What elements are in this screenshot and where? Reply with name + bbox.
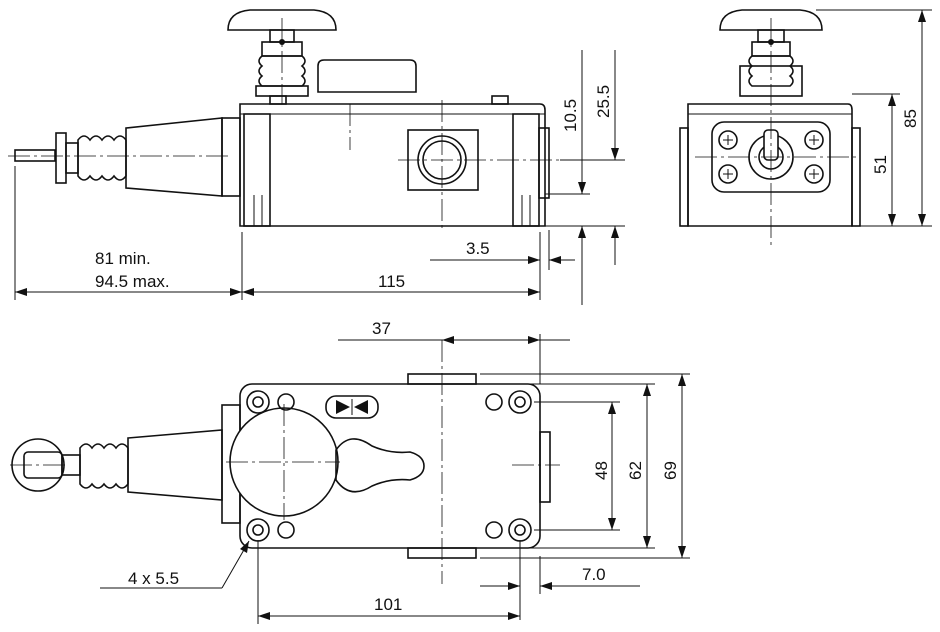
dim-total-width: 69 xyxy=(661,461,680,480)
dim-hole-spacing-h: 101 xyxy=(374,595,402,614)
dim-side-offset: 3.5 xyxy=(466,239,490,258)
dim-pull-max: 94.5 max. xyxy=(95,272,170,291)
dim-body-width: 62 xyxy=(626,461,645,480)
dim-edge-offset: 7.0 xyxy=(582,565,606,584)
top-view-dimensions xyxy=(100,334,690,624)
side-view-dimensions xyxy=(816,9,932,227)
dim-body-length: 115 xyxy=(378,272,405,291)
dim-hole-spec: 4 x 5.5 xyxy=(128,569,179,588)
dim-hole-spacing-v: 48 xyxy=(592,461,611,480)
dim-total-height: 85 xyxy=(901,109,920,128)
side-view xyxy=(679,9,861,245)
dim-pull-min: 81 min. xyxy=(95,249,151,268)
dim-mount-width: 51 xyxy=(871,155,890,174)
dim-center-offset: 37 xyxy=(372,319,391,338)
front-view-dimensions xyxy=(14,50,625,305)
dim-pin-height: 10.5 xyxy=(561,99,580,132)
dim-axis-height: 25.5 xyxy=(594,85,613,118)
top-view xyxy=(10,340,560,584)
front-view xyxy=(8,9,560,232)
